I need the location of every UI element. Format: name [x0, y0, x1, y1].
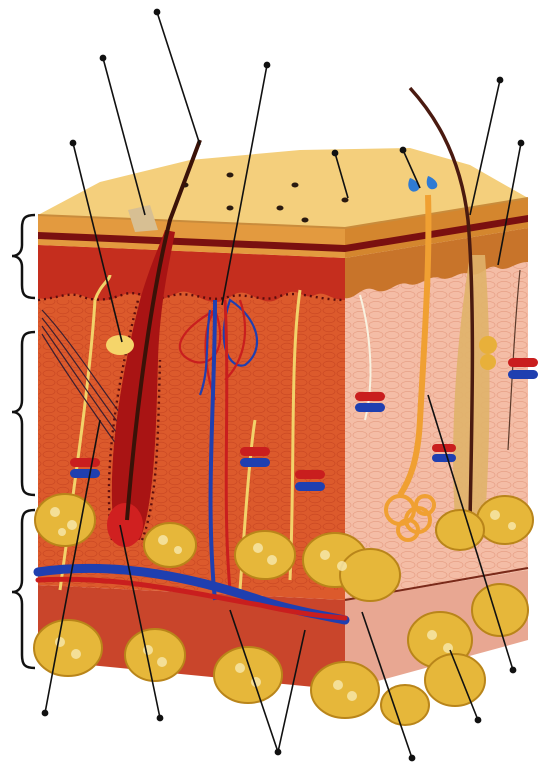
layer-brackets [12, 215, 35, 668]
leader-1 [154, 9, 200, 145]
hair-bulb [107, 503, 143, 547]
bracket-epidermis [12, 215, 35, 298]
bracket-dermis [12, 332, 35, 495]
bracket-hypodermis [12, 510, 35, 668]
sebaceous-gland [106, 335, 134, 355]
